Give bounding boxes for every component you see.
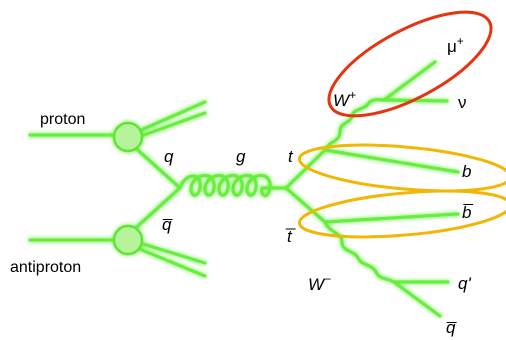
bbar-quark-line [323,212,460,224]
proton-spectator-1 [128,100,207,137]
muon-label: μ+ [447,34,464,56]
neutrino-label: ν [458,93,467,112]
top-line [284,148,327,190]
antiproton-label: antiproton [10,259,81,276]
proton-label: proton [40,111,85,128]
w-minus-label-sup: − [324,272,331,286]
w-minus-label: W− [308,272,331,294]
b-jet-highlight-ellipse [297,143,506,193]
quark-label: q [164,147,174,166]
w-plus-label-sup: + [349,88,356,102]
antiquark-label: q̅ [162,215,174,234]
b-quark-line [323,148,460,174]
b-label: b [462,162,471,181]
w-plus-label-base: W [333,91,351,110]
bbar-label: b̅ [462,203,474,222]
q-prime-label: q' [458,274,471,293]
gluon-line [178,173,288,198]
w-minus-line [323,220,396,284]
antitop-line [284,186,327,224]
w-plus-label: W+ [333,88,356,110]
gluon-label: g [236,147,246,166]
muon-highlight-ellipse [327,10,493,118]
w-minus-label-base: W [308,275,326,294]
muon-line [382,60,437,102]
muon-label-sup: + [457,34,464,48]
qbar-final-line [392,280,442,318]
bbar-jet-highlight-ellipse [297,189,506,239]
antiproton-spectator-2 [128,243,207,278]
proton-vertex [112,121,144,153]
quark-line [128,141,182,190]
antiquark-line [128,186,182,235]
qbar-final-label: q̅ [446,318,458,337]
muon-label-base: μ [447,37,457,56]
top-label: t [288,147,294,166]
antiproton-vertex [112,224,144,256]
antitop-label: t̅ [285,227,297,246]
